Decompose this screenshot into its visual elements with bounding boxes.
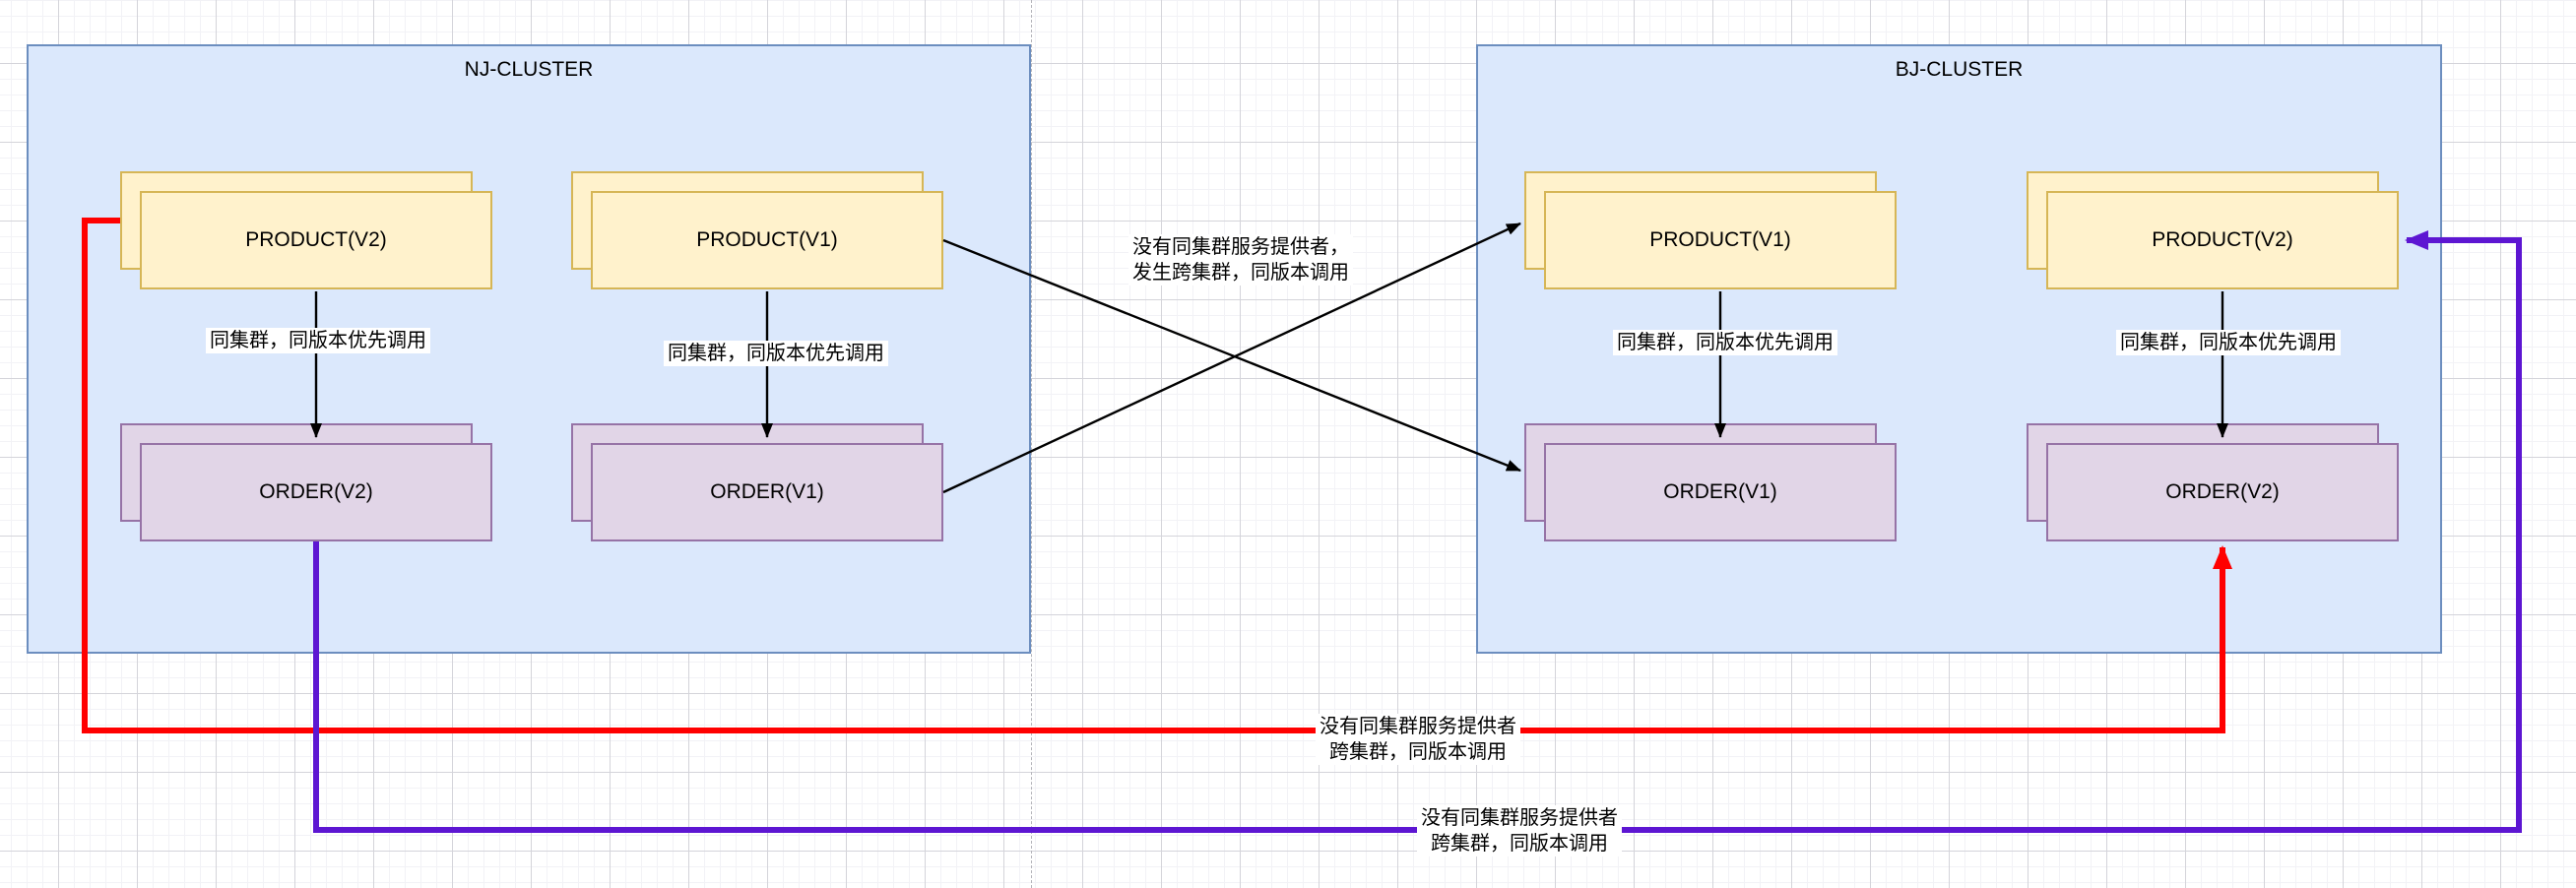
cluster-bj-title: BJ-CLUSTER	[1895, 58, 2024, 81]
edge-nj-order-v1-to-bj-product-v1[interactable]	[942, 222, 1521, 494]
node-nj-order-v1[interactable]: ORDER(V1)	[571, 423, 943, 541]
edge-label-cross-cluster-mid[interactable]: 没有同集群服务提供者， 发生跨集群，同版本调用	[1128, 234, 1353, 285]
node-front-layer: PRODUCT(V1)	[591, 191, 943, 289]
node-bj-product-v2[interactable]: PRODUCT(V2)	[2027, 171, 2399, 289]
edge-purple-nj-order-v2-to-bj-product-v2[interactable]	[313, 230, 2522, 833]
node-bj-order-v2[interactable]: ORDER(V2)	[2027, 423, 2399, 541]
node-label: ORDER(V2)	[259, 480, 373, 503]
edge-label-same-cluster-bj-v2[interactable]: 同集群，同版本优先调用	[2116, 330, 2341, 355]
node-front-layer: ORDER(V2)	[2046, 443, 2399, 541]
edge-label-red-path[interactable]: 没有同集群服务提供者 跨集群，同版本调用	[1316, 714, 1520, 765]
node-nj-product-v2[interactable]: PRODUCT(V2)	[120, 171, 492, 289]
node-label: PRODUCT(V2)	[2152, 228, 2293, 251]
edge-nj-product-v1-to-bj-order-v1[interactable]	[942, 238, 1521, 473]
node-label: ORDER(V1)	[1663, 480, 1777, 503]
node-nj-order-v2[interactable]: ORDER(V2)	[120, 423, 492, 541]
node-bj-order-v1[interactable]: ORDER(V1)	[1524, 423, 1897, 541]
node-front-layer: ORDER(V1)	[1544, 443, 1897, 541]
node-label: ORDER(V1)	[710, 480, 824, 503]
edge-red-nj-product-v2-to-bj-order-v2[interactable]	[82, 218, 2232, 733]
node-front-layer: PRODUCT(V2)	[140, 191, 492, 289]
node-front-layer: PRODUCT(V2)	[2046, 191, 2399, 289]
node-front-layer: PRODUCT(V1)	[1544, 191, 1897, 289]
edge-label-same-cluster-nj-v2[interactable]: 同集群，同版本优先调用	[206, 328, 430, 353]
edge-label-line2: 跨集群，同版本调用	[1431, 833, 1608, 855]
node-front-layer: ORDER(V1)	[591, 443, 943, 541]
cluster-nj-title: NJ-CLUSTER	[464, 58, 594, 81]
node-front-layer: ORDER(V2)	[140, 443, 492, 541]
node-label: PRODUCT(V1)	[696, 228, 838, 251]
page-boundary-divider	[1031, 0, 1032, 888]
edge-label-line1: 没有同集群服务提供者	[1320, 716, 1516, 737]
edge-label-same-cluster-bj-v1[interactable]: 同集群，同版本优先调用	[1613, 330, 1837, 355]
node-label: PRODUCT(V2)	[245, 228, 387, 251]
node-nj-product-v1[interactable]: PRODUCT(V1)	[571, 171, 943, 289]
edge-label-line1: 没有同集群服务提供者	[1421, 807, 1618, 829]
edge-label-line2: 发生跨集群，同版本调用	[1132, 262, 1349, 284]
edge-label-line2: 跨集群，同版本调用	[1329, 741, 1507, 763]
edge-label-same-cluster-nj-v1[interactable]: 同集群，同版本优先调用	[664, 341, 888, 366]
node-bj-product-v1[interactable]: PRODUCT(V1)	[1524, 171, 1897, 289]
node-label: ORDER(V2)	[2165, 480, 2280, 503]
edge-label-line1: 没有同集群服务提供者，	[1132, 236, 1349, 258]
edge-label-purple-path[interactable]: 没有同集群服务提供者 跨集群，同版本调用	[1417, 805, 1622, 856]
node-label: PRODUCT(V1)	[1649, 228, 1791, 251]
